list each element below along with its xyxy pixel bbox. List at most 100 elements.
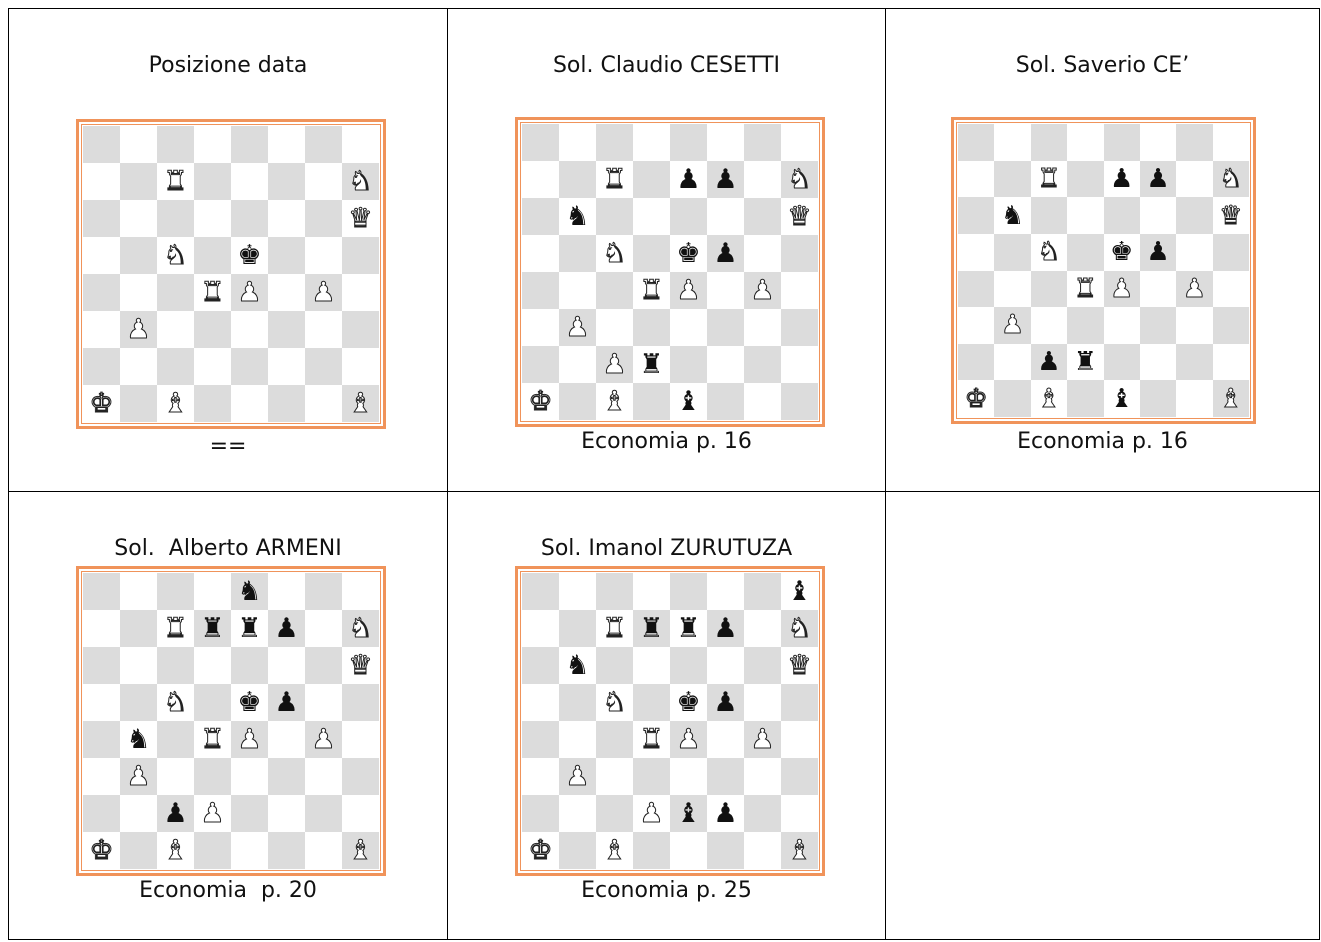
board-square: ♟	[707, 235, 744, 272]
board-square	[633, 124, 670, 161]
white-rook-icon: ♜	[1073, 273, 1097, 304]
board-square	[157, 573, 194, 610]
board-square	[342, 758, 379, 795]
board-square	[1212, 343, 1249, 381]
board-square	[744, 758, 781, 795]
board-square	[596, 795, 633, 832]
board-square	[194, 573, 231, 610]
board-square	[342, 573, 379, 610]
diagram-title: Sol. Saverio CE’	[1015, 53, 1190, 78]
board-square	[231, 795, 268, 832]
board-square	[781, 758, 818, 795]
white-bishop-icon: ♝	[602, 835, 627, 866]
board-square	[522, 647, 559, 684]
white-pawn-icon: ♟	[676, 724, 701, 755]
board-square: ♜	[1030, 160, 1068, 198]
board-square: ♟	[1176, 270, 1213, 308]
black-pawn-icon: ♟	[274, 613, 299, 644]
board-square	[83, 758, 120, 795]
white-knight-icon: ♞	[602, 238, 627, 269]
board-square: ♟	[633, 795, 670, 832]
board-square	[707, 721, 744, 758]
board-square: ♞	[596, 235, 633, 272]
board-square	[305, 348, 342, 385]
board-square	[781, 383, 818, 420]
white-pawn-icon: ♟	[126, 761, 151, 792]
board-square	[231, 200, 268, 237]
board-square	[559, 346, 596, 383]
board-square	[305, 758, 342, 795]
board-square	[596, 198, 633, 235]
board-square	[194, 200, 231, 237]
diagram-caption: Economia p. 16	[1017, 429, 1188, 454]
board-square: ♜	[633, 610, 670, 647]
board-square	[268, 758, 305, 795]
board-square	[522, 684, 559, 721]
white-rook-icon: ♜	[602, 613, 627, 644]
board-square	[707, 272, 744, 309]
board-square	[559, 610, 596, 647]
board-square	[744, 647, 781, 684]
board-square	[1139, 380, 1177, 417]
board-square	[994, 160, 1031, 198]
board-square	[670, 832, 707, 869]
board-square	[120, 163, 157, 200]
board-square	[707, 832, 744, 869]
board-square	[596, 124, 633, 161]
black-bishop-icon: ♝	[1110, 383, 1134, 414]
board-square: ♝	[1103, 380, 1140, 417]
board-square	[522, 235, 559, 272]
board-square	[596, 647, 633, 684]
board-square: ♟	[231, 274, 268, 311]
board-square	[342, 311, 379, 348]
black-knight-icon: ♞	[565, 201, 590, 232]
board-square	[522, 758, 559, 795]
board-square	[744, 573, 781, 610]
diagram-cell-armeni: Sol. Alberto ARMENI ♞♜♜♜♟♞♛♞♚♟♞♜♟♟♟♟♟♚♝♝…	[9, 492, 447, 939]
solutions-table: Posizione data ♜♞♛♞♚♜♟♟♟♚♝♝ == Sol. Clau…	[8, 8, 1320, 940]
board-square	[157, 200, 194, 237]
chess-board: ♜♟♟♞♞♛♞♚♟♜♟♟♟♟♜♚♝♝	[515, 117, 825, 427]
board-square: ♝	[596, 383, 633, 420]
board-square	[268, 348, 305, 385]
black-bishop-icon: ♝	[676, 798, 701, 829]
board-square	[633, 198, 670, 235]
black-pawn-icon: ♟	[1146, 237, 1170, 268]
board-square	[559, 684, 596, 721]
white-rook-icon: ♜	[639, 724, 664, 755]
board-square	[670, 124, 707, 161]
board-square: ♜	[1067, 343, 1104, 381]
board-square	[596, 573, 633, 610]
row-divider	[9, 491, 1319, 492]
board-square	[83, 348, 120, 385]
board-square	[1067, 160, 1104, 198]
board-square: ♝	[781, 573, 818, 610]
board-square	[194, 348, 231, 385]
board-square	[1212, 124, 1249, 161]
board-square	[633, 684, 670, 721]
board-square	[231, 647, 268, 684]
board-square	[781, 684, 818, 721]
board-square: ♜	[670, 610, 707, 647]
board-square	[958, 343, 995, 381]
white-knight-icon: ♞	[348, 613, 373, 644]
white-pawn-icon: ♟	[565, 312, 590, 343]
board-square	[958, 197, 995, 234]
white-bishop-icon: ♝	[1219, 383, 1243, 414]
board-square	[559, 721, 596, 758]
board-square	[559, 832, 596, 869]
black-king-icon: ♚	[237, 687, 262, 718]
column-divider	[885, 9, 886, 939]
board-square	[522, 795, 559, 832]
board-square: ♟	[559, 758, 596, 795]
board-square	[342, 721, 379, 758]
board-square	[633, 647, 670, 684]
board-square: ♟	[559, 309, 596, 346]
board-square	[120, 274, 157, 311]
board-square: ♟	[305, 721, 342, 758]
board-square	[194, 163, 231, 200]
white-bishop-icon: ♝	[163, 388, 188, 419]
board-square: ♞	[1212, 160, 1249, 198]
board-square	[194, 385, 231, 422]
black-rook-icon: ♜	[237, 613, 262, 644]
